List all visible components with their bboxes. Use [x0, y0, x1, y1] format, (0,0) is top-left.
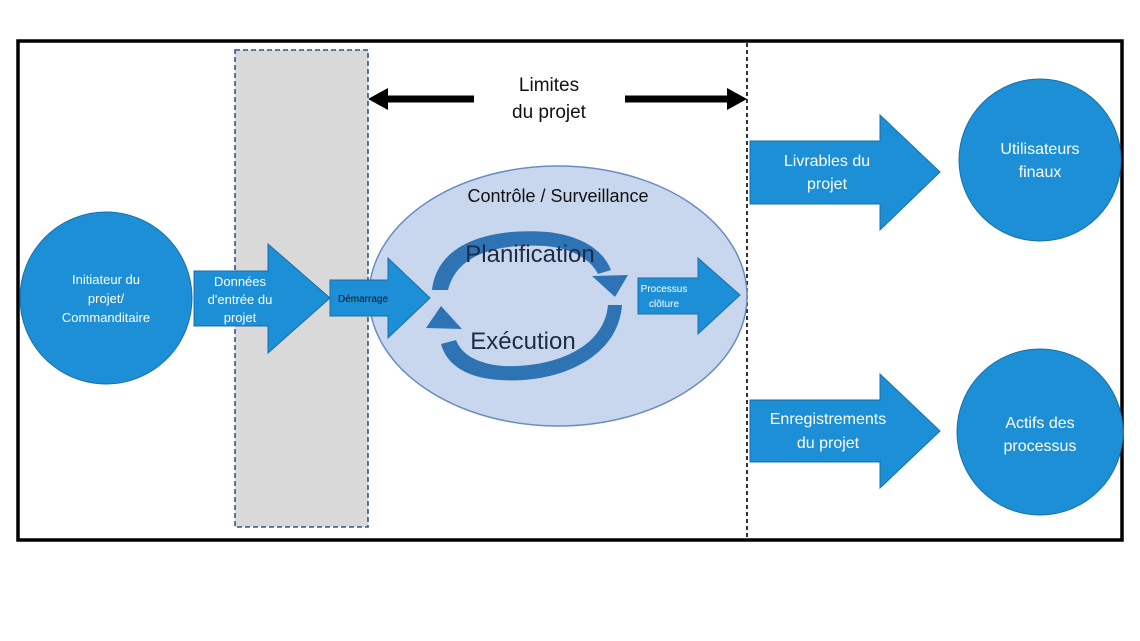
- execution-label: Exécution: [470, 328, 575, 355]
- assets-line1: Actifs des: [1005, 415, 1074, 432]
- closing-arrow: [637, 256, 741, 336]
- assets-circle: [956, 348, 1124, 516]
- end-users-line2: finaux: [1019, 164, 1062, 181]
- boundary-arrow: [368, 88, 747, 110]
- initiator-line1: Initiateur du: [72, 272, 140, 287]
- end-users-line1: Utilisateurs: [1000, 141, 1079, 158]
- initiator-line3: Commanditaire: [62, 310, 150, 325]
- planning-label: Planification: [465, 241, 594, 268]
- closing-line1: Processus: [641, 284, 688, 295]
- start-arrow: [329, 256, 431, 340]
- inputs-line1: Données: [214, 274, 267, 289]
- records-line1: Enregistrements: [770, 411, 887, 428]
- cycle-arrows: [426, 231, 628, 381]
- initiator-line2: projet/: [88, 291, 125, 306]
- inputs-line3: projet: [224, 310, 257, 325]
- end-users-circle: [958, 78, 1122, 242]
- start-label: Démarrage: [338, 294, 388, 305]
- inputs-line2: d'entrée du: [208, 292, 273, 307]
- closing-line2: clôture: [649, 299, 679, 310]
- assets-line2: processus: [1004, 438, 1077, 455]
- deliverables-line2: projet: [807, 176, 848, 193]
- deliverables-line1: Livrables du: [784, 153, 870, 170]
- records-arrow: [749, 372, 941, 490]
- deliverables-arrow: [749, 113, 941, 232]
- boundary-label-line2: du projet: [512, 102, 587, 123]
- records-line2: du projet: [797, 435, 860, 452]
- inputs-arrow: [193, 242, 331, 355]
- boundary-label-line1: Limites: [519, 75, 579, 96]
- control-label: Contrôle / Surveillance: [467, 186, 648, 206]
- initiator-circle: [19, 211, 193, 385]
